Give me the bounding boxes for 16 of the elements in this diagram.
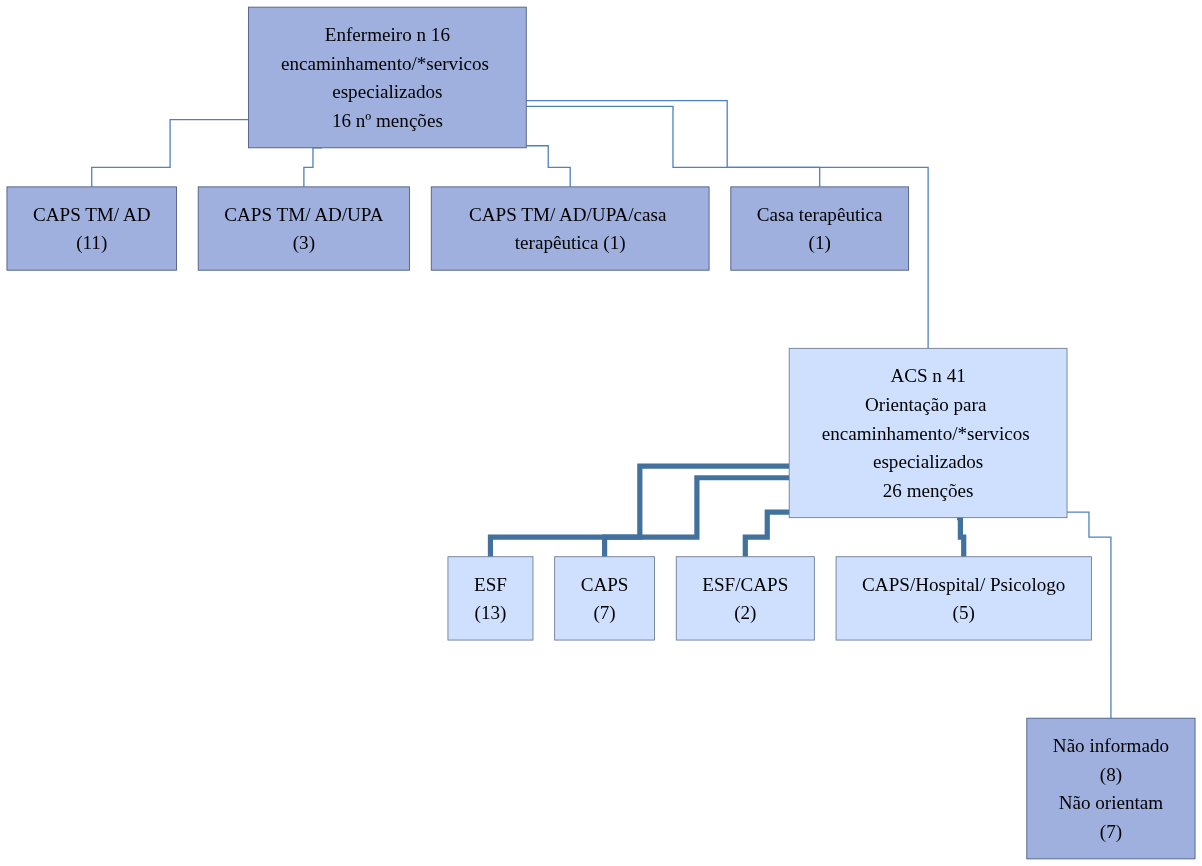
connector — [525, 99, 929, 349]
connector — [525, 145, 571, 188]
node-box: CAPS/Hospital/ Psicologo (5) — [835, 556, 1092, 641]
node-box: CAPS (7) — [554, 556, 655, 641]
node-box: ESF (13) — [447, 556, 534, 641]
node-box: ESF/CAPS (2) — [675, 556, 815, 641]
node-box: CAPS TM/ AD (11) — [6, 186, 177, 271]
node-box: CAPS TM/ AD/UPA (3) — [197, 186, 410, 271]
node-box: Casa terapêutica (1) — [730, 186, 909, 271]
node-box: Não informado (8) Não orientam (7) — [1026, 717, 1196, 860]
node-box: CAPS TM/ AD/UPA/casa terapêutica (1) — [430, 186, 710, 271]
connector — [1066, 511, 1112, 719]
node-box: ACS n 41 Orientação para encaminhamento/*servicos especializados 26 menções — [788, 347, 1068, 519]
connector — [525, 105, 821, 188]
connector — [91, 119, 250, 188]
node-box: Enfermeiro n 16 encaminhamento/*servicos especializados 16 nº menções — [248, 6, 527, 149]
